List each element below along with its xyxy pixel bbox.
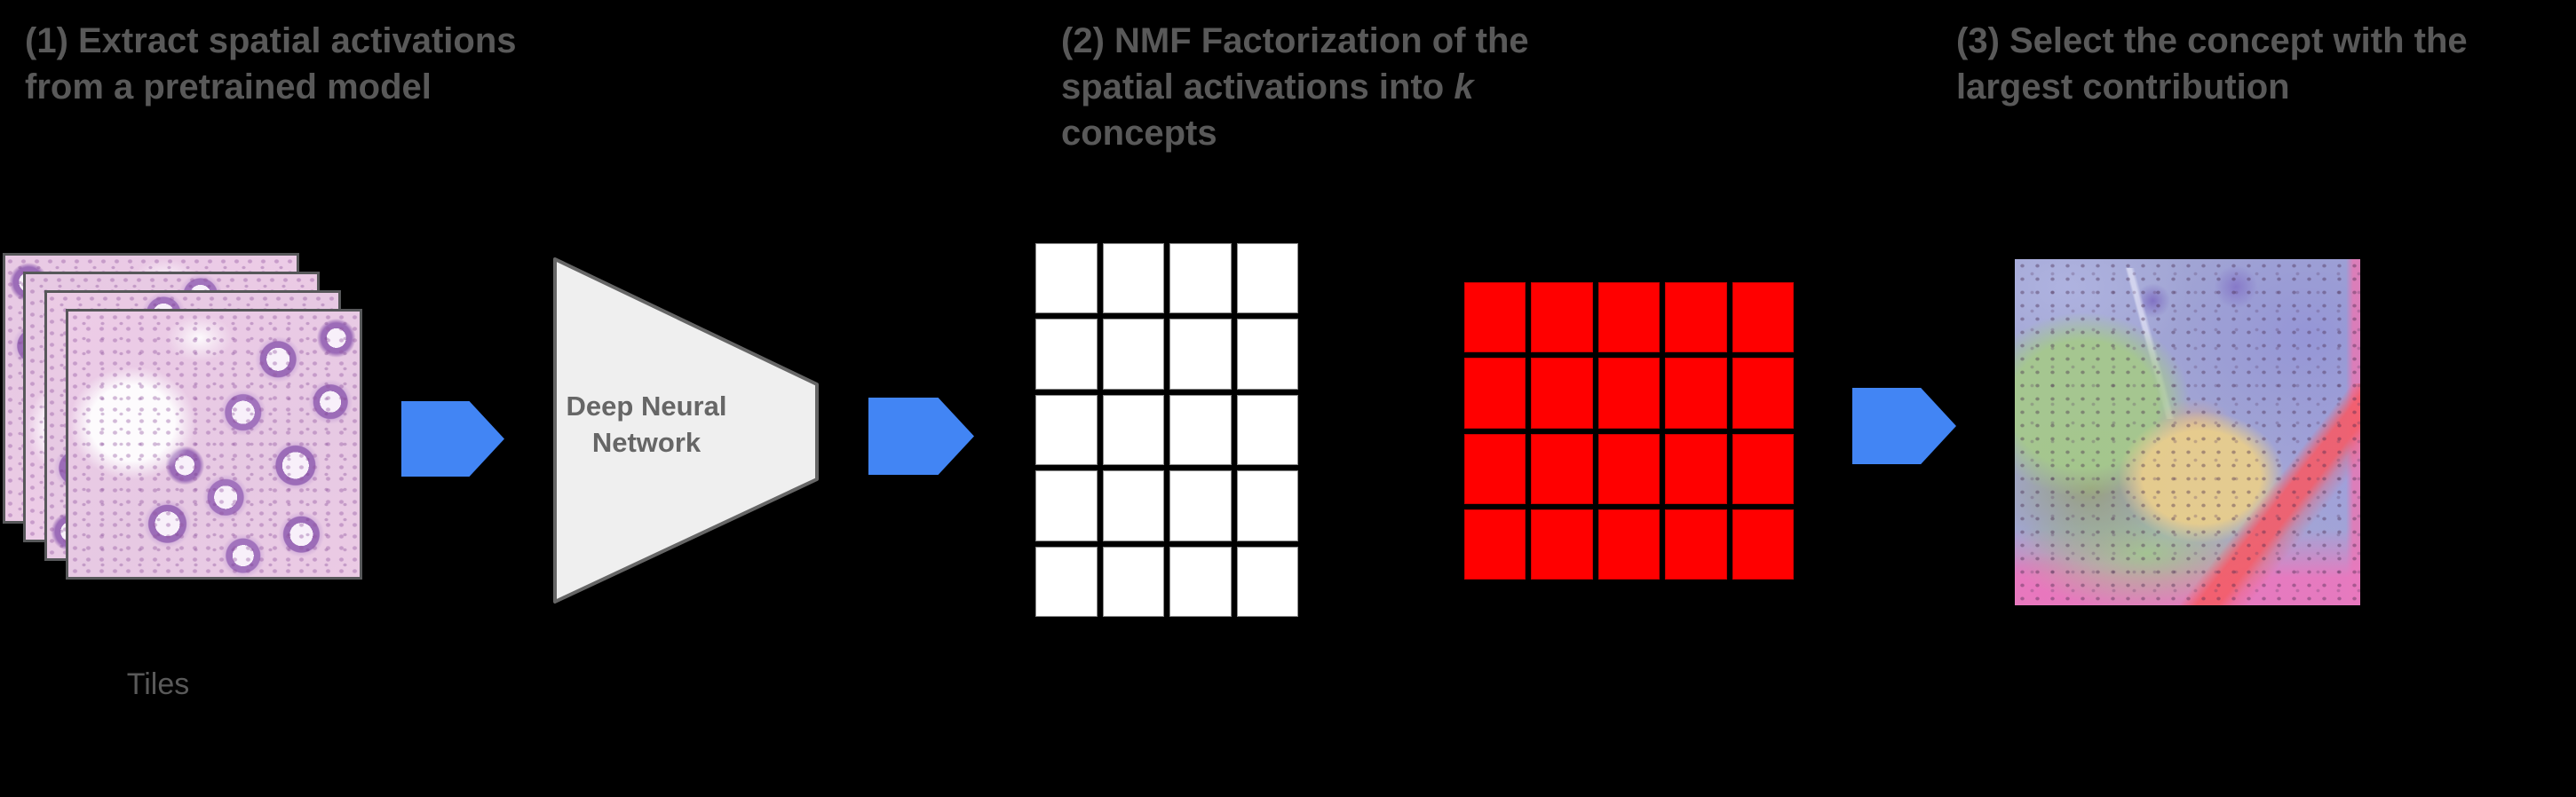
matrix-cell (1035, 243, 1098, 314)
histology-tile-front (66, 309, 362, 580)
matrix-cell (1102, 546, 1164, 617)
matrix-cell (1236, 319, 1298, 390)
matrix-cell (1531, 433, 1593, 504)
step2-heading-line2: spatial activations into k (1061, 64, 1529, 110)
matrix-cell (1732, 509, 1794, 580)
matrix-cell (1665, 358, 1727, 429)
step2-heading-line2-text: spatial activations into (1061, 67, 1454, 107)
step2-heading: (2) NMF Factorization of the spatial act… (1061, 18, 1529, 156)
matrix-cell (1236, 394, 1298, 466)
matrix-cell (1732, 433, 1794, 504)
matrix-cell (1169, 319, 1232, 390)
flow-arrow-icon (868, 398, 974, 475)
step2-heading-line3: concepts (1061, 114, 1217, 153)
step1-heading-line1: (1) Extract spatial activations (25, 21, 517, 60)
dnn-label: Deep Neural Network (553, 388, 740, 461)
matrix-cell (1236, 470, 1298, 541)
matrix-cell (1169, 243, 1232, 314)
dnn-label-line2: Network (591, 427, 701, 458)
matrix-cell (1102, 470, 1164, 541)
matrix-cell (1665, 509, 1727, 580)
matrix-cell (1236, 243, 1298, 314)
matrix-cell (1035, 546, 1098, 617)
matrix-cell (1732, 282, 1794, 353)
step3-heading-line1: (3) Select the concept with the (1956, 21, 2468, 60)
matrix-cell (1102, 243, 1164, 314)
matrix-cell (1169, 546, 1232, 617)
concept-overlay-image (2015, 259, 2360, 605)
matrix-cell (1531, 509, 1593, 580)
matrix-cell (1035, 319, 1098, 390)
matrix-cell (1597, 509, 1661, 580)
matrix-cell (1597, 358, 1661, 429)
matrix-cell (1665, 433, 1727, 504)
step3-heading-line2: largest contribution (1956, 67, 2290, 107)
matrix-cell (1035, 470, 1098, 541)
matrix-cell (1464, 282, 1526, 353)
spatial-activations-matrix (1035, 243, 1298, 617)
matrix-cell (1102, 394, 1164, 466)
matrix-cell (1732, 358, 1794, 429)
matrix-cell (1236, 546, 1298, 617)
step3-heading: (3) Select the concept with the largest … (1956, 18, 2468, 110)
matrix-cell (1464, 358, 1526, 429)
tiles-label: Tiles (126, 667, 190, 701)
matrix-cell (1169, 394, 1232, 466)
k-variable: k (1454, 67, 1474, 107)
matrix-cell (1169, 470, 1232, 541)
matrix-cell (1531, 282, 1593, 353)
step2-heading-line1: (2) NMF Factorization of the (1061, 21, 1529, 60)
matrix-cell (1464, 433, 1526, 504)
step1-heading: (1) Extract spatial activations from a p… (25, 18, 517, 110)
dnn-funnel-shape (553, 257, 819, 604)
dnn-label-line1: Deep Neural (566, 391, 727, 422)
matrix-cell (1464, 509, 1526, 580)
step1-heading-line2: from a pretrained model (25, 67, 432, 107)
concept-matrix (1464, 282, 1794, 580)
flow-arrow-icon (401, 401, 504, 477)
matrix-cell (1597, 282, 1661, 353)
matrix-cell (1665, 282, 1727, 353)
flow-arrow-icon (1852, 388, 1956, 464)
matrix-cell (1102, 319, 1164, 390)
matrix-cell (1597, 433, 1661, 504)
matrix-cell (1531, 358, 1593, 429)
matrix-cell (1035, 394, 1098, 466)
